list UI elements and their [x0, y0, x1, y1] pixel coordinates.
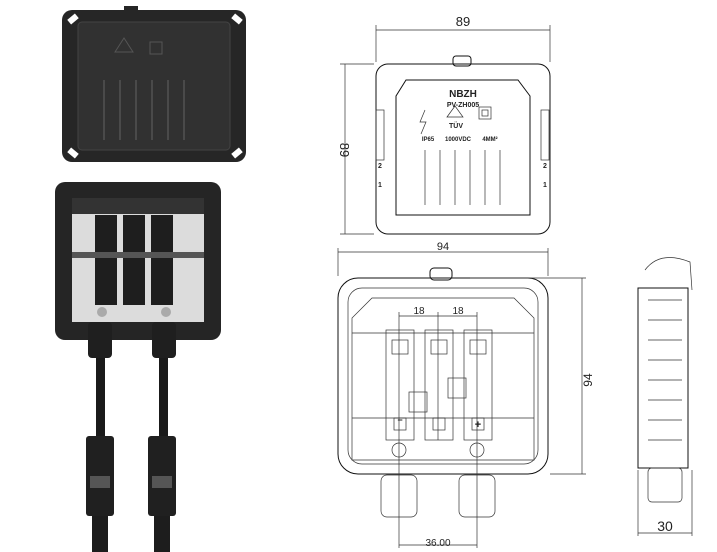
polarity-number-left-alt: 1	[378, 182, 382, 189]
dim-top-height: 89	[337, 143, 352, 157]
lid-model-text: PV-ZH005	[447, 102, 479, 109]
lid-cert-text: TÜV	[449, 121, 463, 130]
side-view: 30	[637, 257, 693, 536]
lid-ip-rating: IP65	[422, 137, 435, 143]
polarity-number-right: 2	[543, 163, 547, 170]
dim-front-width: 94	[437, 241, 449, 253]
lid-wire-rating: 4MM²	[482, 136, 497, 143]
lid-top-view: NBZH PV-ZH005 TÜV IP65 1000VDC 4MM² 2 2 …	[337, 14, 551, 235]
lid-brand-text: NBZH	[449, 89, 477, 100]
polarity-number-right-alt: 1	[543, 182, 547, 189]
lid-voltage-rating: 1000VDC	[445, 137, 472, 143]
dim-side-depth: 30	[657, 518, 673, 534]
dim-top-width: 89	[456, 14, 470, 29]
dim-front-height: 94	[581, 373, 595, 387]
base-front-view: − + 94 94 18 18 36.00	[337, 241, 595, 549]
dim-terminal-pitch-right: 18	[452, 306, 464, 317]
dim-gland-spacing: 36.00	[425, 538, 450, 549]
terminal-minus-symbol: −	[397, 415, 402, 425]
terminal-plus-symbol: +	[475, 419, 481, 431]
photo-lid	[62, 6, 246, 162]
polarity-number-left: 2	[378, 163, 382, 170]
photo-base	[55, 182, 221, 552]
dim-terminal-pitch-left: 18	[413, 306, 425, 317]
